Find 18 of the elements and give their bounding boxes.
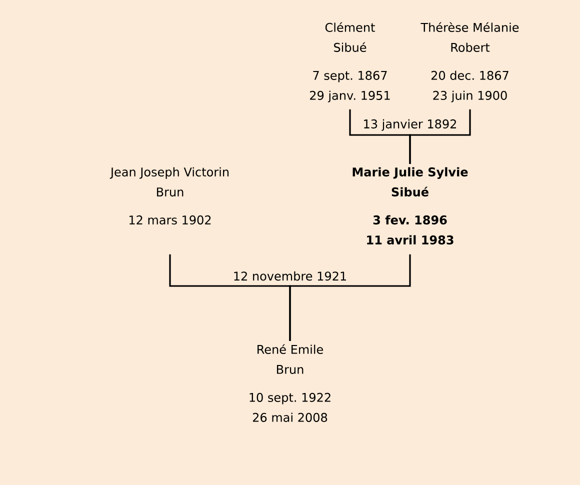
date-text: 20 dec. 1867: [431, 70, 508, 80]
date-text: 23 juin 1900: [433, 90, 507, 102]
edge-label: 12 novembre 1921: [232, 270, 348, 282]
person-name: Clément Sibué: [325, 22, 375, 52]
date-text: 10 sept. 1922: [250, 392, 330, 404]
date-text: 26 mai 2008: [252, 412, 328, 422]
date-text: 3 fev. 1896: [373, 215, 447, 224]
date-text: 11 avril 1983: [367, 235, 454, 244]
person-name: Marie Julie Sylvie Sibué: [352, 167, 468, 196]
edge-label: 13 janvier 1892: [362, 118, 458, 132]
person-name: Jean Joseph Victorin Brun: [110, 167, 229, 196]
date-text: 7 sept. 1867: [313, 70, 387, 82]
connector-line: [289, 254, 411, 341]
person-name: Thérèse Mélanie Robert: [420, 22, 519, 52]
person-name: René Emile Brun: [258, 344, 323, 374]
date-text: 12 mars 1902: [129, 215, 211, 224]
date-text: 29 janv. 1951: [310, 90, 390, 102]
connector-line: [409, 109, 471, 164]
